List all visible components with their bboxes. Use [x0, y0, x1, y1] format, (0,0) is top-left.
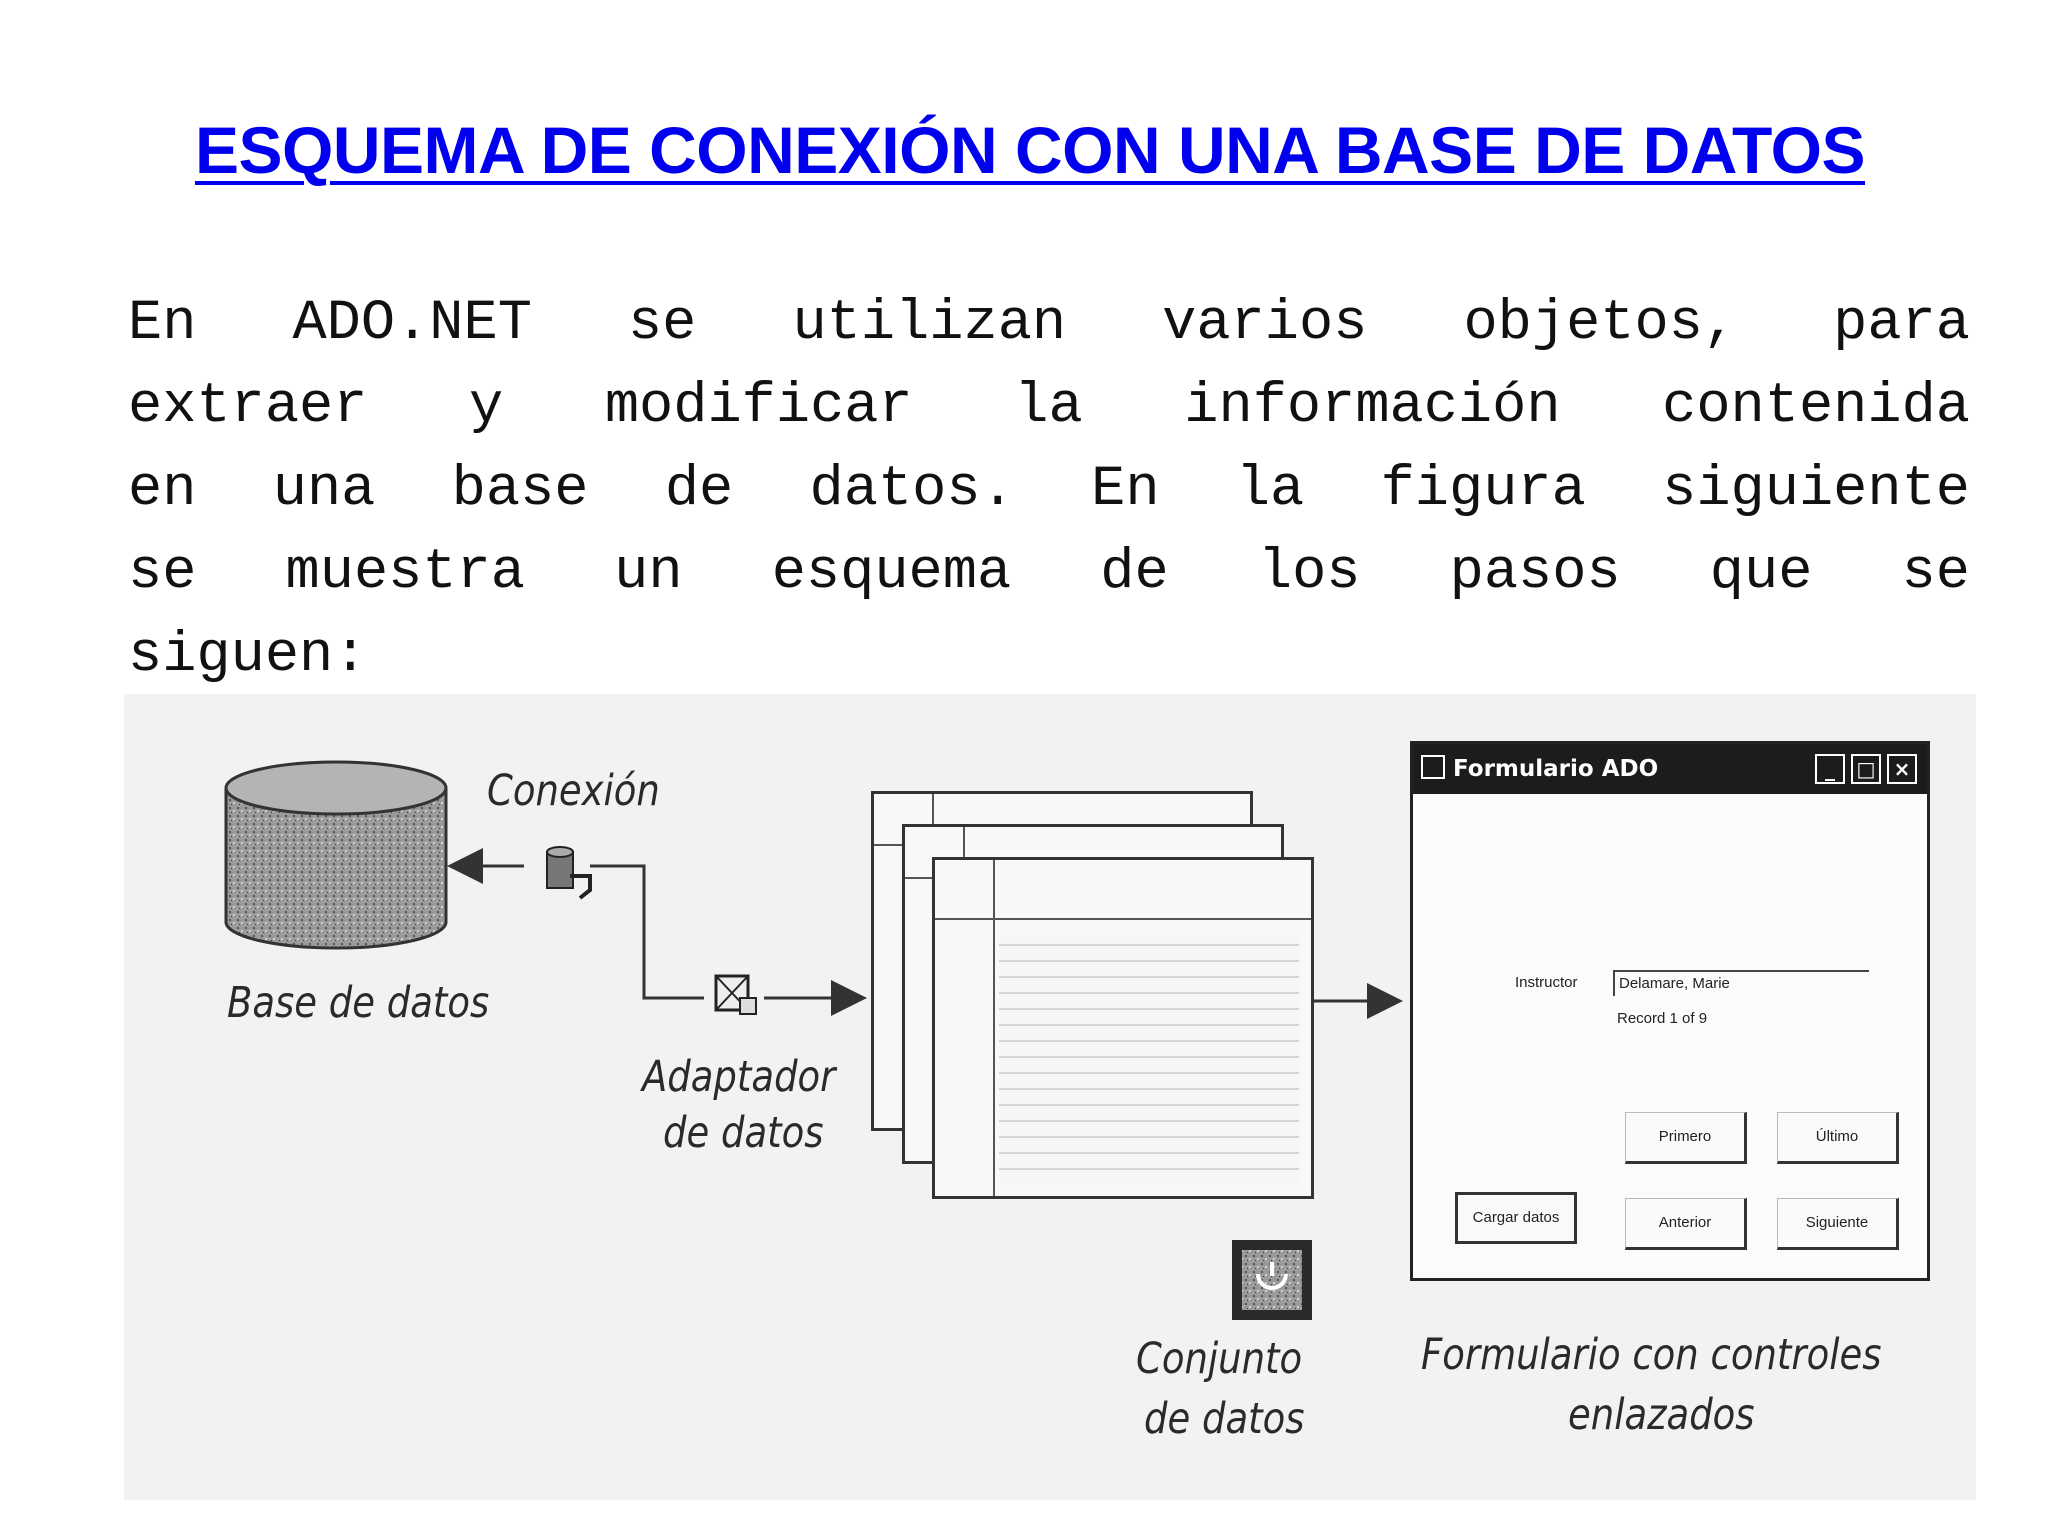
- connector-line: [590, 864, 704, 1000]
- paragraph-line: extraer y modificar la información conte…: [128, 375, 1970, 439]
- adapter-label: de datos: [663, 1108, 824, 1158]
- instructor-field[interactable]: Delamare, Marie: [1613, 970, 1869, 996]
- paragraph-line: se muestra un esquema de los pasos que s…: [128, 541, 1970, 605]
- dataset-label: Conjunto: [1136, 1334, 1303, 1384]
- form-app-icon: [1421, 755, 1445, 779]
- dataset-icon: [1232, 1240, 1312, 1320]
- close-icon[interactable]: ×: [1887, 754, 1917, 784]
- form-caption: Formulario con controles: [1421, 1330, 1882, 1380]
- paragraph-line: en una base de datos. En la figura sigui…: [128, 458, 1970, 522]
- instructor-label: Instructor: [1515, 974, 1578, 991]
- form-caption: enlazados: [1568, 1390, 1755, 1440]
- record-counter: Record 1 of 9: [1617, 1010, 1708, 1027]
- database-label: Base de datos: [227, 978, 490, 1028]
- connection-label: Conexión: [487, 766, 660, 816]
- paragraph-line: En ADO.NET se utilizan varios objetos, p…: [128, 292, 1970, 356]
- connection-diagram: Conexión Base de datos Adaptador de dato…: [124, 694, 1976, 1500]
- form-title-bar: Formulario ADO _ □ ×: [1413, 744, 1927, 794]
- previous-button[interactable]: Anterior: [1625, 1198, 1747, 1250]
- connection-icon: [546, 846, 592, 900]
- load-data-button[interactable]: Cargar datos: [1455, 1192, 1577, 1244]
- dataset-label: de datos: [1144, 1394, 1305, 1444]
- form-title: Formulario ADO: [1453, 756, 1659, 782]
- dataset-table-front: [932, 857, 1314, 1199]
- minimize-icon[interactable]: _: [1815, 754, 1845, 784]
- first-button[interactable]: Primero: [1625, 1112, 1747, 1164]
- form-window: Formulario ADO _ □ × Instructor Delamare…: [1410, 741, 1930, 1281]
- diagram-graphics: [224, 760, 1403, 1320]
- adapter-label: Adaptador: [642, 1052, 836, 1102]
- paragraph-line: siguen:: [128, 624, 368, 688]
- last-button[interactable]: Último: [1777, 1112, 1899, 1164]
- page-title[interactable]: ESQUEMA DE CONEXIÓN CON UNA BASE DE DATO…: [194, 113, 1866, 187]
- adapter-icon: [714, 974, 757, 1015]
- database-icon: [224, 760, 448, 950]
- maximize-icon[interactable]: □: [1851, 754, 1881, 784]
- next-button[interactable]: Siguiente: [1777, 1198, 1899, 1250]
